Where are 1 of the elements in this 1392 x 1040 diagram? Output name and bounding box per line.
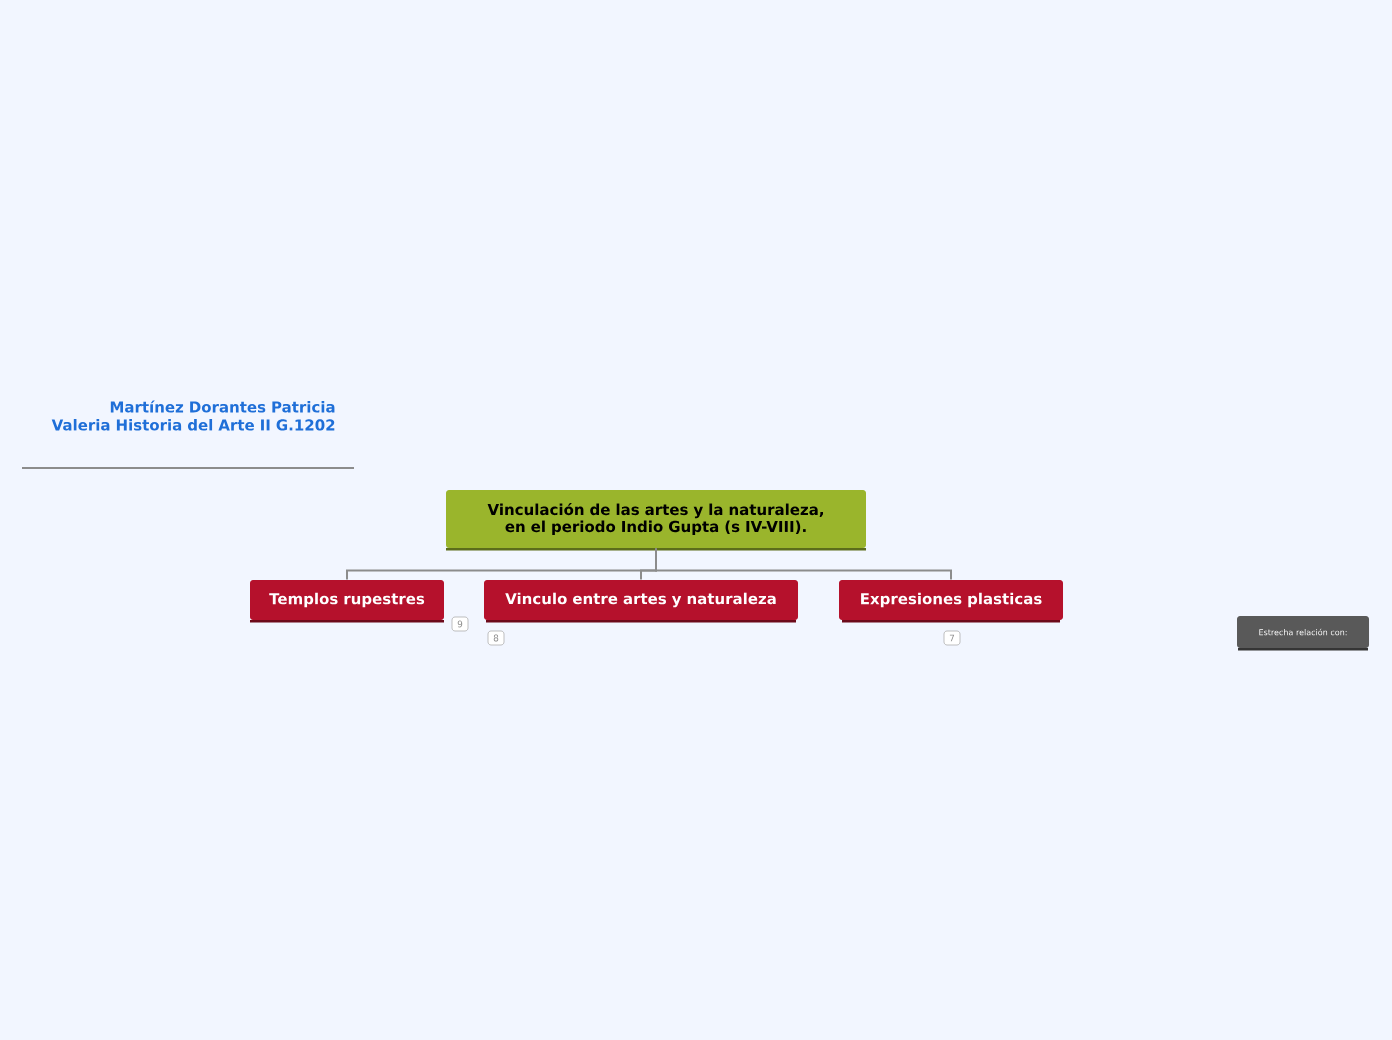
connector	[655, 547, 952, 581]
